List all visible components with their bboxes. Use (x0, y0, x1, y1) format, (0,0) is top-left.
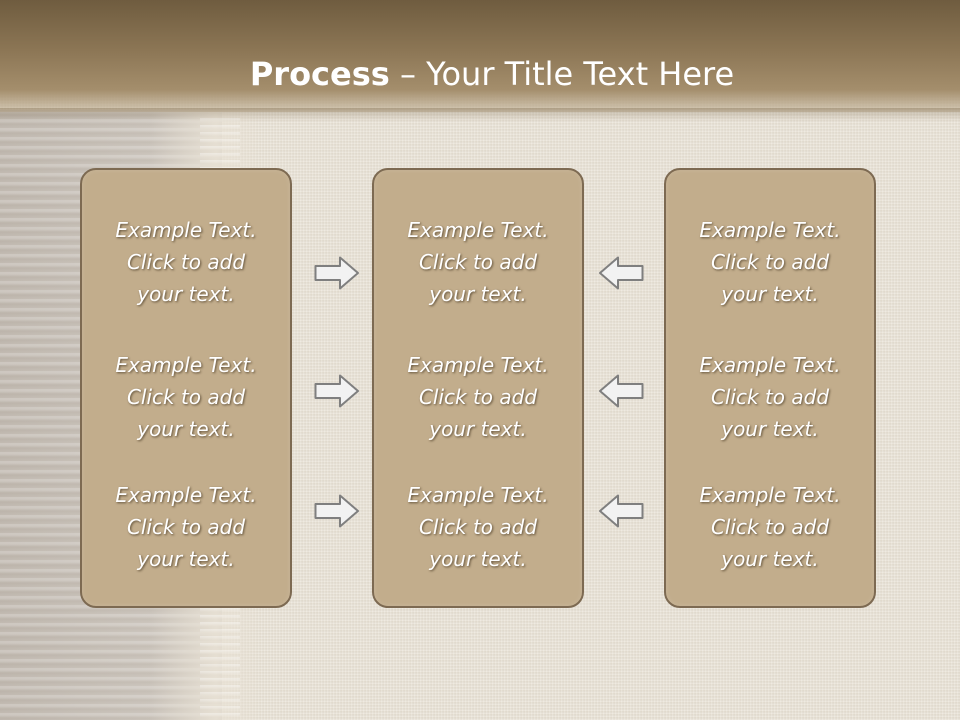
panel-text-block[interactable]: Example Text. Click to add your text. (666, 214, 874, 310)
panel-text-block[interactable]: Example Text. Click to add your text. (82, 214, 290, 310)
text-line: Example Text. (407, 353, 549, 377)
panel-text-block[interactable]: Example Text. Click to add your text. (666, 349, 874, 445)
text-line: your text. (429, 417, 527, 441)
text-line: Example Text. (699, 218, 841, 242)
text-line: Click to add (126, 385, 246, 409)
arrow-left-icon[interactable] (598, 373, 644, 409)
panel-text-block[interactable]: Example Text. Click to add your text. (374, 349, 582, 445)
text-line: Click to add (418, 385, 538, 409)
process-panel-left[interactable]: Example Text. Click to add your text. Ex… (80, 168, 292, 608)
text-line: Click to add (126, 250, 246, 274)
arrow-right-icon[interactable] (314, 255, 360, 291)
text-line: Example Text. (699, 483, 841, 507)
process-panel-center[interactable]: Example Text. Click to add your text. Ex… (372, 168, 584, 608)
text-line: Click to add (710, 515, 830, 539)
arrow-left-icon[interactable] (598, 255, 644, 291)
arrow-left-icon[interactable] (598, 493, 644, 529)
text-line: your text. (137, 417, 235, 441)
panel-text-block[interactable]: Example Text. Click to add your text. (82, 479, 290, 575)
text-line: Click to add (418, 515, 538, 539)
process-panel-right[interactable]: Example Text. Click to add your text. Ex… (664, 168, 876, 608)
text-line: Example Text. (699, 353, 841, 377)
text-line: your text. (721, 417, 819, 441)
text-line: your text. (429, 547, 527, 571)
arrow-right-icon[interactable] (314, 373, 360, 409)
arrow-right-icon[interactable] (314, 493, 360, 529)
text-line: Example Text. (115, 353, 257, 377)
panel-text-block[interactable]: Example Text. Click to add your text. (374, 479, 582, 575)
slide-title[interactable]: Process – Your Title Text Here (0, 52, 960, 96)
text-line: Example Text. (115, 483, 257, 507)
title-bold: Process (249, 55, 390, 93)
text-line: Click to add (710, 385, 830, 409)
text-line: your text. (137, 282, 235, 306)
text-line: Example Text. (407, 218, 549, 242)
text-line: Click to add (418, 250, 538, 274)
text-line: your text. (721, 547, 819, 571)
header-shadow (0, 108, 960, 122)
text-line: Click to add (126, 515, 246, 539)
text-line: Example Text. (407, 483, 549, 507)
title-rest: – Your Title Text Here (389, 55, 735, 93)
text-line: your text. (137, 547, 235, 571)
header-band (0, 0, 960, 112)
text-line: your text. (721, 282, 819, 306)
panel-text-block[interactable]: Example Text. Click to add your text. (666, 479, 874, 575)
text-line: your text. (429, 282, 527, 306)
text-line: Click to add (710, 250, 830, 274)
text-line: Example Text. (115, 218, 257, 242)
panel-text-block[interactable]: Example Text. Click to add your text. (374, 214, 582, 310)
panel-text-block[interactable]: Example Text. Click to add your text. (82, 349, 290, 445)
